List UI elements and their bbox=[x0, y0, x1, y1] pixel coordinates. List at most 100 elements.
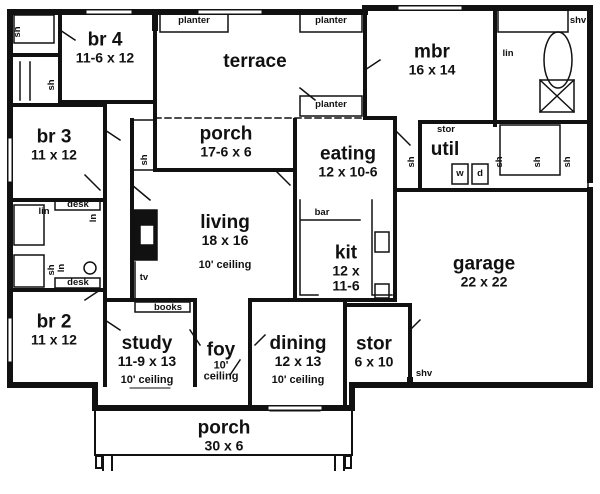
bath-fixture bbox=[13, 204, 45, 246]
room-ceiling: 10' ceiling bbox=[271, 373, 325, 386]
room-name: util bbox=[430, 139, 460, 161]
wall-bath-left bbox=[8, 10, 62, 104]
door-swing bbox=[83, 58, 382, 347]
tag-sh: sh bbox=[12, 26, 24, 38]
wall-eating-util bbox=[363, 116, 592, 192]
porch-post bbox=[344, 455, 352, 469]
room-br4: br 4 11-6 x 12 bbox=[75, 29, 135, 66]
tag-washer: w bbox=[456, 168, 464, 180]
room-dims: 11-6 x 12 bbox=[75, 49, 135, 66]
room-garage: garage 22 x 22 bbox=[452, 253, 516, 290]
room-dims: 16 x 14 bbox=[408, 61, 456, 78]
tag-planter: planter bbox=[315, 15, 347, 27]
shower bbox=[539, 79, 575, 113]
room-name: porch bbox=[197, 417, 251, 439]
room-name: foy bbox=[206, 339, 236, 361]
window bbox=[8, 6, 462, 410]
room-name: porch bbox=[199, 123, 253, 145]
tag-ln: ln bbox=[56, 263, 68, 273]
room-name: garage bbox=[452, 253, 516, 275]
vanity bbox=[497, 9, 569, 33]
fireplace-opening bbox=[139, 224, 155, 246]
kitchen-counter bbox=[299, 199, 393, 296]
room-name: mbr bbox=[414, 41, 450, 63]
tag-desk: desk bbox=[67, 277, 89, 289]
room-name: br 4 bbox=[87, 29, 123, 51]
room-dims: 30 x 6 bbox=[204, 437, 244, 454]
tag-sh: sh bbox=[562, 156, 574, 168]
wall-mbr-bath bbox=[418, 6, 592, 127]
wall-hall bbox=[103, 118, 134, 302]
shelves bbox=[19, 61, 156, 171]
room-stor-front: stor 6 x 10 bbox=[354, 333, 394, 370]
tag-planter: planter bbox=[178, 15, 210, 27]
wall-dining bbox=[248, 298, 347, 410]
room-name: terrace bbox=[223, 51, 287, 73]
room-dims: 17-6 x 6 bbox=[200, 143, 252, 160]
porch-post bbox=[95, 455, 103, 469]
door-swing bbox=[58, 28, 422, 377]
room-porch-back: porch 17-6 x 6 bbox=[199, 123, 253, 160]
tag-dryer: d bbox=[477, 168, 483, 180]
bath-fixture bbox=[13, 14, 55, 44]
room-name: stor bbox=[356, 333, 392, 355]
shower-cross bbox=[538, 78, 576, 114]
wall-study bbox=[103, 298, 197, 387]
room-dims-width: 12 x bbox=[332, 262, 360, 279]
tag-bar: bar bbox=[314, 207, 330, 219]
tag-lin: lin bbox=[38, 206, 50, 218]
room-name: study bbox=[121, 332, 173, 354]
range bbox=[374, 283, 390, 299]
room-dims: 11 x 12 bbox=[31, 331, 77, 348]
room-name: living bbox=[200, 211, 250, 233]
tub bbox=[543, 31, 573, 89]
desk-counter bbox=[54, 199, 101, 211]
room-dims: 6 x 10 bbox=[354, 353, 394, 370]
closet bbox=[499, 124, 561, 176]
room-foy: foy 10' ceiling bbox=[204, 340, 239, 383]
toilet bbox=[83, 261, 97, 275]
stove bbox=[374, 231, 390, 253]
tag-lin: lin bbox=[502, 48, 514, 60]
tag-planter: planter bbox=[315, 99, 347, 111]
room-kit: kit 12 x 11-6 bbox=[332, 243, 359, 292]
room-name: eating bbox=[320, 143, 376, 165]
tag-shv: shv bbox=[415, 368, 433, 380]
room-name: dining bbox=[269, 332, 327, 354]
room-ceiling: 10' ceiling bbox=[120, 373, 174, 386]
wall-stor bbox=[343, 303, 412, 387]
tag-sh: sh bbox=[532, 156, 544, 168]
tag-sh: sh bbox=[46, 79, 58, 91]
room-ceiling: 10' ceiling bbox=[198, 258, 252, 271]
wall-kitchen-garage bbox=[393, 116, 422, 302]
room-eating: eating 12 x 10-6 bbox=[318, 143, 378, 180]
dryer bbox=[471, 163, 489, 185]
room-ceiling: 10' bbox=[213, 359, 229, 372]
planter-box bbox=[299, 11, 363, 33]
room-porch-front: porch 30 x 6 bbox=[197, 417, 251, 454]
planter-box bbox=[299, 95, 363, 117]
room-dims: 11-9 x 13 bbox=[117, 352, 177, 369]
washer bbox=[451, 163, 469, 185]
room-mbr: mbr 16 x 14 bbox=[408, 41, 456, 78]
room-br3: br 3 11 x 12 bbox=[31, 127, 77, 163]
room-dining: dining 12 x 13 10' ceiling bbox=[269, 332, 327, 386]
window-sill bbox=[7, 5, 461, 412]
tag-sh: sh bbox=[494, 156, 506, 168]
room-dims: 11 x 12 bbox=[31, 146, 77, 163]
room-util: util bbox=[431, 140, 460, 160]
tag-tv: tv bbox=[139, 272, 149, 284]
room-ceiling: ceiling bbox=[203, 370, 239, 383]
tag-shv: shv bbox=[569, 15, 587, 27]
tag-desk: desk bbox=[67, 199, 89, 211]
room-terrace: terrace bbox=[223, 52, 286, 72]
tag-sh: sh bbox=[406, 156, 418, 168]
bookshelf bbox=[134, 301, 191, 313]
room-dims: 18 x 16 bbox=[201, 231, 249, 248]
tag-books: books bbox=[154, 302, 182, 314]
room-dims: 12 x 10-6 bbox=[318, 163, 378, 180]
room-name: br 2 bbox=[36, 311, 72, 333]
bath-fixture bbox=[13, 254, 45, 288]
room-dims: 22 x 22 bbox=[460, 273, 508, 290]
